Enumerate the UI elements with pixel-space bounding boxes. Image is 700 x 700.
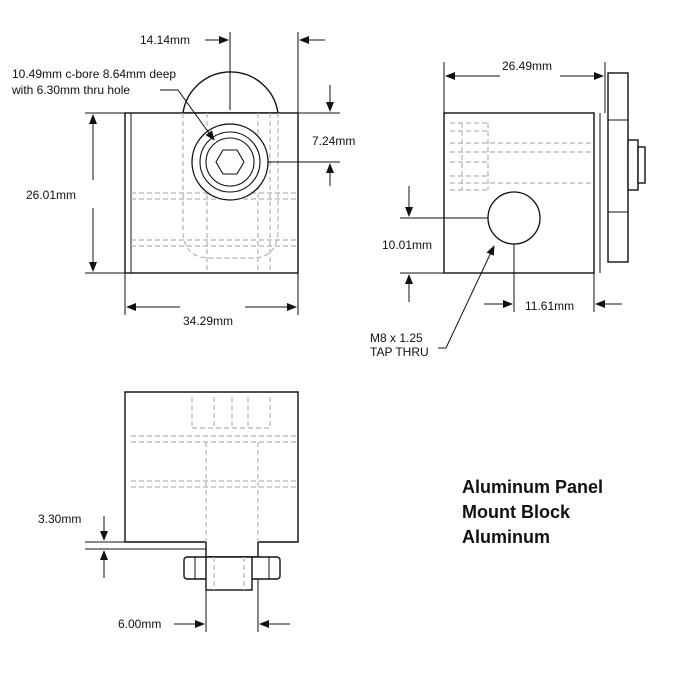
- dim-14-14-label: 14.14mm: [140, 33, 190, 47]
- cbore-note-line2: with 6.30mm thru hole: [11, 83, 130, 97]
- dim-10-01-label: 10.01mm: [382, 238, 432, 252]
- dim-26-49-label: 26.49mm: [502, 59, 552, 73]
- tapped-hole: [487, 191, 541, 245]
- title-line2: Mount Block: [462, 502, 571, 522]
- title-line3: Aluminum: [462, 527, 550, 547]
- side-screw-cap: [637, 146, 646, 184]
- bottom-block: [124, 391, 299, 558]
- dim-26-01-label: 26.01mm: [26, 188, 76, 202]
- dim-3-30-label: 3.30mm: [38, 512, 81, 526]
- front-hidden-slot: [182, 113, 279, 259]
- hex-socket: [215, 149, 245, 175]
- dim-7-24-label: 7.24mm: [312, 134, 355, 148]
- dim-11-61-label: 11.61mm: [525, 299, 574, 313]
- counterbore-inner: [199, 131, 261, 193]
- title-block: Aluminum Panel Mount Block Aluminum: [462, 477, 603, 547]
- cbore-note-line1: 10.49mm c-bore 8.64mm deep: [12, 67, 176, 81]
- bottom-view: 3.30mm 6.00mm: [38, 391, 299, 632]
- side-flange: [607, 72, 629, 263]
- dim-34-29-label: 34.29mm: [183, 314, 233, 328]
- dim-6-00-label: 6.00mm: [118, 617, 161, 631]
- screw-head: [205, 137, 255, 187]
- side-view: 26.49mm 10.01mm 11.61mm M8 x 1.25 TAP TH…: [370, 59, 646, 359]
- counterbore-outer: [191, 123, 269, 201]
- bottom-boss: [205, 556, 253, 591]
- side-screw-head: [627, 139, 639, 191]
- front-view: 14.14mm 10.49mm c-bore 8.64mm deep with …: [11, 32, 355, 328]
- tap-note-line2: TAP THRU: [370, 345, 429, 359]
- title-line1: Aluminum Panel: [462, 477, 603, 497]
- tap-note-line1: M8 x 1.25: [370, 331, 423, 345]
